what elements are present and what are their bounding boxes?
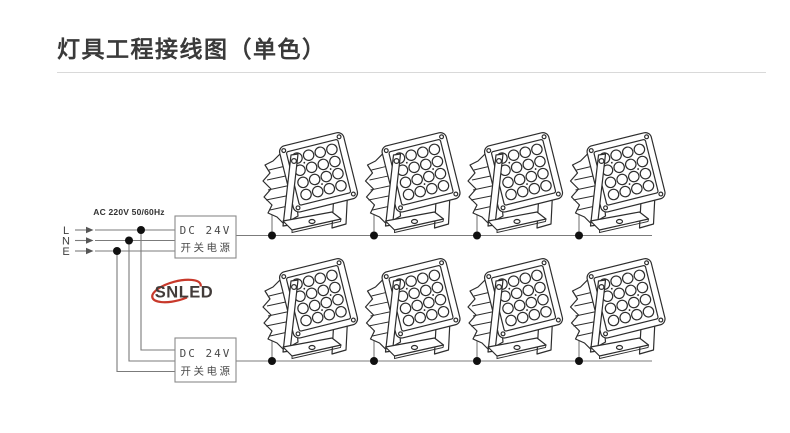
psu-box-bottom: DC 24V 开关电源 [174, 337, 237, 383]
psu-bottom-line2: 开关电源 [181, 365, 233, 378]
lamp-1 [262, 130, 360, 234]
psu-bottom-line1: DC 24V [180, 347, 232, 360]
terminal-label-N: N [62, 236, 70, 248]
terminal-label-L: L [63, 225, 69, 237]
lamp-3 [467, 130, 565, 234]
junction-dot [370, 231, 378, 240]
junction-dot [575, 231, 583, 240]
psu-box-top: DC 24V 开关电源 [174, 215, 237, 259]
junction-dot [575, 357, 583, 365]
junction-dot [268, 357, 276, 365]
logo-text: SNLED [155, 284, 213, 302]
junction-dot [125, 236, 133, 245]
lamp-4 [569, 130, 667, 234]
lamp-6 [364, 256, 462, 360]
junction-dot [473, 357, 481, 365]
title-divider [57, 72, 766, 73]
lamp-5 [262, 256, 360, 360]
lamp-row-bottom [262, 256, 667, 360]
junction-dot [268, 231, 276, 240]
lamp-row-top [262, 130, 667, 234]
junction-dots [113, 226, 583, 365]
page-title: 灯具工程接线图（单色） [57, 36, 327, 62]
terminal-label-E: E [62, 246, 69, 258]
mains-input-wires [75, 226, 175, 373]
arrow-icon [86, 226, 94, 234]
junction-dot [113, 247, 121, 255]
ac-spec-label: AC 220V 50/60Hz [93, 207, 165, 217]
arrow-icon [86, 237, 94, 244]
brand-logo: SNLED [151, 278, 213, 304]
junction-dot [370, 357, 378, 365]
psu-top-line2: 开关电源 [181, 241, 233, 254]
arrow-icon [86, 247, 94, 255]
psu-top-line1: DC 24V [180, 224, 232, 237]
logo-swoosh-icon [151, 278, 202, 304]
lamp-2 [364, 130, 462, 234]
junction-dot [137, 226, 145, 234]
lamp-8 [569, 256, 667, 360]
lamp-7 [467, 256, 565, 360]
junction-dot [473, 231, 481, 240]
